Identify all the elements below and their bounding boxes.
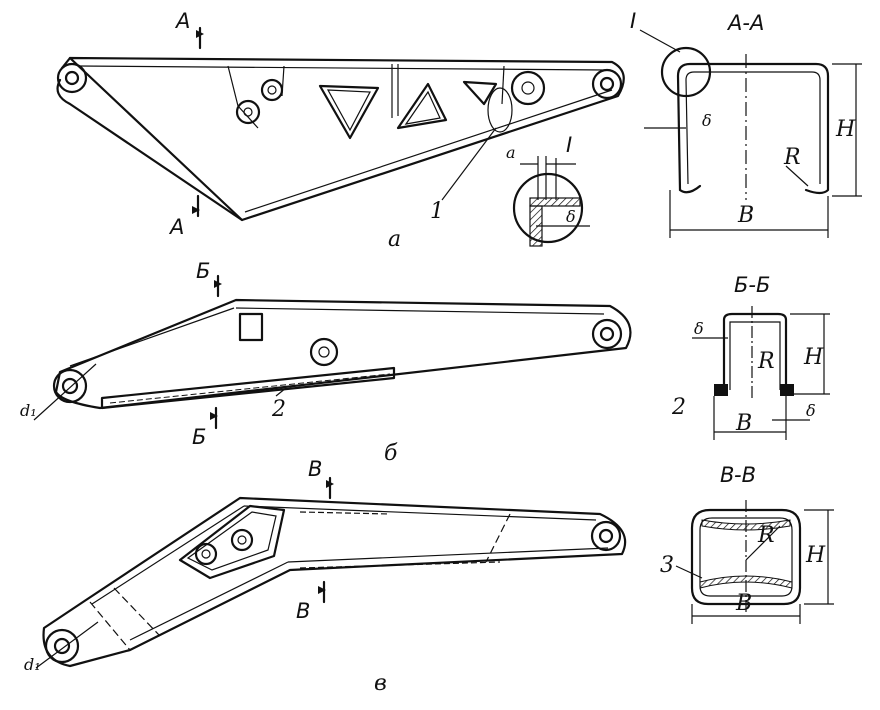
eye-right-a (591, 68, 623, 100)
section-title-c-c: B-B (720, 463, 756, 487)
section-mark-b-top: Б (196, 259, 210, 283)
dim-r-c-c: R (757, 523, 775, 548)
caption-c: в (374, 671, 387, 696)
dim-a-label: a (506, 143, 516, 162)
eye-left-b (52, 368, 88, 404)
section-v-v (675, 500, 834, 624)
dim-delta-b-b-bottom: δ (806, 401, 816, 420)
eye-left-c (44, 628, 80, 664)
eye-left-a (56, 62, 88, 94)
figure-a-triangular-beam (56, 26, 625, 247)
section-title-a-a: A-A (726, 11, 764, 35)
figure-c-cranked-beam (35, 476, 627, 669)
caption-a: a (388, 227, 401, 252)
dim-d1-b: d₁ (20, 401, 37, 420)
stiffener-strip (100, 366, 396, 410)
dim-h-b-b: H (803, 345, 824, 370)
section-mark-c-top: B (308, 457, 322, 481)
section-title-b-b: Б-Б (734, 273, 770, 297)
section-mark-a-bottom: A (168, 215, 184, 239)
dim-d1-c: d₁ (24, 655, 41, 674)
figure-b-straight-beam (33, 274, 632, 430)
dim-r-b-b: R (757, 349, 775, 374)
detail-mark-i-small: I (566, 133, 572, 157)
section-mark-b-bottom: Б (192, 425, 206, 449)
section-mark-c-bottom: B (296, 599, 310, 623)
dim-r-a-a: R (783, 145, 801, 170)
dim-delta-b-b: δ (694, 319, 704, 338)
caption-b: б (384, 441, 398, 466)
detail-i-view (512, 156, 590, 247)
eye-right-b (591, 318, 623, 350)
lightening-hole-1 (318, 84, 380, 140)
dim-b-b-b: B (735, 411, 752, 436)
dim-b-a-a: B (737, 203, 754, 228)
eye-right-c (590, 520, 622, 552)
callout-3: 3 (660, 553, 674, 578)
lightening-hole-3 (462, 80, 498, 106)
dim-h-c-c: H (805, 543, 826, 568)
detail-mark-i: I (630, 9, 636, 33)
callout-2: 2 (271, 397, 286, 422)
section-b-b (692, 306, 830, 440)
callout-2-section: 2 (671, 395, 686, 420)
section-a-a (639, 29, 862, 238)
dim-delta-detail: δ (566, 207, 576, 226)
callout-1: 1 (430, 199, 444, 224)
dim-delta-a-a: δ (702, 111, 712, 130)
lightening-hole-2 (396, 82, 448, 130)
dim-b-c-c: B (735, 591, 752, 616)
dim-h-a-a: H (835, 117, 856, 142)
section-mark-a-top: A (174, 9, 190, 33)
